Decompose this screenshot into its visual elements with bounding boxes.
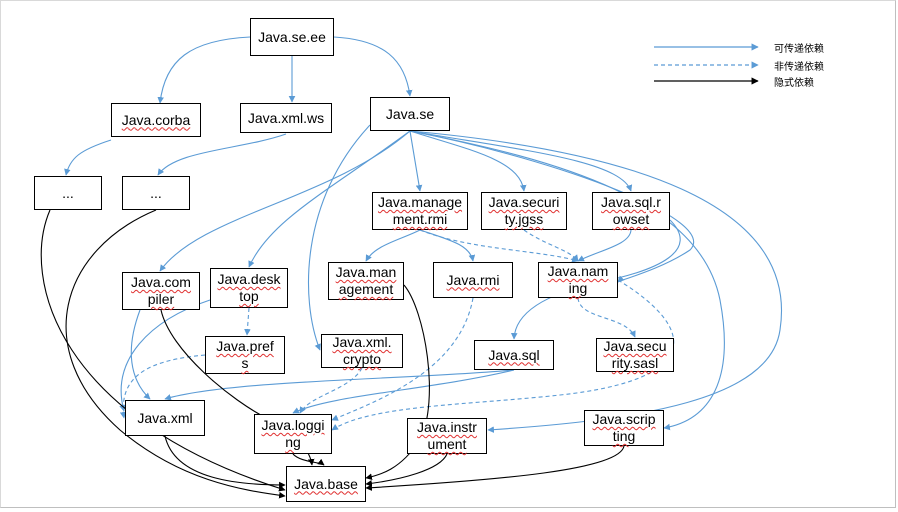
node-label: Java.man agement [335,264,397,297]
node-label: ... [62,184,74,201]
node-sec-jgss: Java.securi ty.jgss [481,192,567,230]
edge-dots1-to-base [40,209,286,492]
edge-sql_rowset-to-naming [577,229,632,262]
node-label: Java.se.ee [258,28,326,45]
node-naming: Java.nam ing [538,262,618,298]
node-label: Java.scrip ting [592,411,656,444]
edge-se-to-naming [409,130,695,283]
edge-naming-to-sec_sasl [577,297,636,338]
edge-se-to-xml_crypto [307,124,371,351]
node-corba: Java.corba [111,103,201,137]
node-dots2: ... [122,176,190,210]
node-dots1: ... [34,176,102,210]
node-rmi: Java.rmi [433,262,513,298]
edge-se-to-desktop [248,130,411,268]
edge-se_ee-to-se [333,36,413,97]
node-label: Java.securi ty.jgss [488,194,560,227]
node-desktop: Java.desk top [210,268,288,308]
node-label: Java.manage ment.rmi [377,194,463,227]
node-se: Java.se [370,97,450,131]
node-label: Java.pref s [216,338,274,371]
edge-se_ee-to-corba [157,36,251,104]
node-label: Java.desk top [217,271,281,304]
node-se-ee: Java.se.ee [250,18,334,56]
edge-mgmt_rmi-to-naming [419,229,579,263]
edge-logging-to-base [292,453,325,466]
node-xml-crypto: Java.xml. crypto [321,334,403,368]
node-management: Java.man agement [328,262,404,300]
legend-label-implicit: 隐式依赖 [774,78,814,89]
edge-xml-to-base [164,435,286,489]
node-xml: Java.xml [125,400,205,436]
edge-sec_jgss-to-naming [523,229,579,262]
node-label: Java.base [294,475,358,492]
node-sql: Java.sql [474,340,554,370]
edge-sql-to-logging [292,369,515,414]
legend-label-non-transitive: 非传递依赖 [774,62,824,73]
node-label: Java.nam ing [547,263,609,296]
node-instrument: Java.instr ument [407,418,487,454]
node-sql-rowset: Java.sql.r owset [592,192,670,230]
node-prefs: Java.pref s [205,336,285,374]
edge-mgmt_rmi-to-management [365,229,421,262]
node-label: ... [150,184,162,201]
edge-xml_crypto-to-logging [299,367,363,414]
node-label: Java.secu rity.sasl [603,338,667,371]
node-base: Java.base [286,466,366,502]
node-compiler: Java.com piler [122,272,200,310]
node-label: Java.instr ument [417,419,477,452]
node-label: Java.sql [488,346,540,363]
edge-prefs-to-xml [119,354,206,419]
legend-label-transitive: 可传递依赖 [774,44,824,55]
node-xml-ws: Java.xml.ws [240,103,332,133]
node-mgmt-rmi: Java.manage ment.rmi [372,192,468,230]
node-scripting: Java.scrip ting [584,410,664,446]
edge-sql-to-xml [164,369,515,401]
node-label: Java.corba [121,111,191,128]
node-label: Java.xml. crypto [332,334,392,367]
edge-instrument-to-base [365,453,448,487]
edge-desktop-to-prefs [244,307,251,336]
edge-dots2-to-base [65,209,286,499]
node-label: Java.loggi ng [261,417,325,450]
edge-scripting-to-base [365,445,625,491]
node-logging: Java.loggi ng [254,414,332,454]
node-label: Java.se [385,105,435,122]
node-label: Java.xml.ws [247,109,325,126]
node-label: Java.rmi [446,271,500,288]
edge-se-to-mgmt_rmi [409,130,423,192]
node-label: Java.sql.r owset [601,194,661,227]
edge-compiler-to-xml [130,309,151,400]
node-sec-sasl: Java.secu rity.sasl [596,338,674,372]
node-label: Java.xml [137,409,193,426]
edge-se-to-scripting [409,130,725,431]
edge-corba-to-dots1 [64,139,112,176]
edge-naming-to-logging [331,279,675,431]
edge-xml_ws-to-dots2 [157,133,287,176]
edge-se-to-sec_jgss [409,130,527,192]
edge-se-to-sql_rowset [409,130,633,192]
node-label: Java.com piler [131,274,191,307]
edge-rmi-to-logging [331,297,474,421]
